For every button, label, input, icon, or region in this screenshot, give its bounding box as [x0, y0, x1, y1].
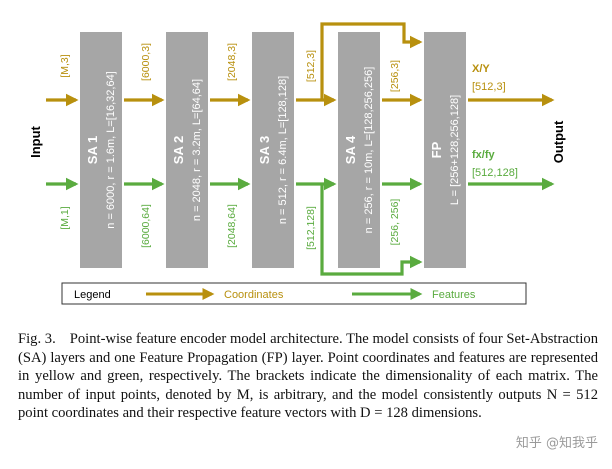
sa3-block: SA 3 n = 512, r = 6.4m, L=[128,128]: [252, 32, 294, 268]
feat-dim-input: [M,1]: [59, 206, 71, 229]
fp-params: L = [256+128,256,128]: [449, 95, 461, 205]
legend-coord-label: Coordinates: [224, 289, 284, 301]
caption-text: Point-wise feature encoder model archite…: [18, 331, 598, 422]
feat-dim-sa1: [6000,64]: [140, 204, 152, 248]
feat-dim-sa4: [256, 256]: [389, 199, 401, 246]
figure-caption: Fig. 3.Point-wise feature encoder model …: [18, 330, 598, 423]
architecture-diagram: Input Output SA 1 n = 6000, r = 1.6m, L=…: [28, 22, 566, 305]
output-coord-name: X/Y: [472, 63, 490, 75]
output-feat-dim: [512,128]: [472, 167, 518, 179]
coord-dim-sa3: [512,3]: [305, 50, 317, 82]
output-feat-name: fx/fy: [472, 149, 496, 161]
fp-title: FP: [429, 141, 444, 158]
input-label: Input: [28, 125, 43, 157]
coord-dim-input: [M,3]: [59, 54, 71, 77]
sa3-params: n = 512, r = 6.4m, L=[128,128]: [277, 76, 289, 224]
sa4-params: n = 256, r = 10m, L=[128,256,256]: [363, 67, 375, 234]
sa2-block: SA 2 n = 2048, r = 3.2m, L=[64,64]: [166, 32, 208, 268]
watermark: 知乎 @知我乎: [515, 436, 598, 451]
sa1-title: SA 1: [85, 136, 100, 164]
coord-dimension-labels: [M,3] [6000,3] [2048,3] [512,3] [256,3]: [59, 43, 401, 92]
legend: Legend Coordinates Features: [61, 282, 527, 305]
fp-block: FP L = [256+128,256,128]: [424, 32, 466, 268]
feat-dim-sa2: [2048,64]: [226, 204, 238, 248]
sa4-title: SA 4: [343, 135, 358, 164]
sa2-params: n = 2048, r = 3.2m, L=[64,64]: [191, 79, 203, 221]
sa2-title: SA 2: [171, 136, 186, 164]
sa1-params: n = 6000, r = 1.6m, L=[16,32,64]: [105, 71, 117, 228]
coordinate-flow: [46, 22, 555, 107]
output-label: Output: [551, 120, 566, 163]
legend-feat-label: Features: [432, 289, 476, 301]
figure-number: Fig. 3.: [18, 331, 56, 347]
feature-dimension-labels: [M,1] [6000,64] [2048,64] [512,128] [256…: [59, 199, 401, 250]
sa3-title: SA 3: [257, 136, 272, 164]
coord-dim-sa1: [6000,3]: [140, 43, 152, 81]
legend-title: Legend: [74, 289, 111, 301]
feature-flow: [46, 177, 555, 276]
coord-dim-sa2: [2048,3]: [226, 43, 238, 81]
sa4-block: SA 4 n = 256, r = 10m, L=[128,256,256]: [338, 32, 380, 268]
output-coord-dim: [512,3]: [472, 81, 506, 93]
sa1-block: SA 1 n = 6000, r = 1.6m, L=[16,32,64]: [80, 32, 122, 268]
feat-dim-sa3: [512,128]: [305, 206, 317, 250]
coord-skip-connection: [320, 22, 423, 100]
feat-skip-connection: [320, 184, 423, 276]
coord-dim-sa4: [256,3]: [389, 60, 401, 92]
